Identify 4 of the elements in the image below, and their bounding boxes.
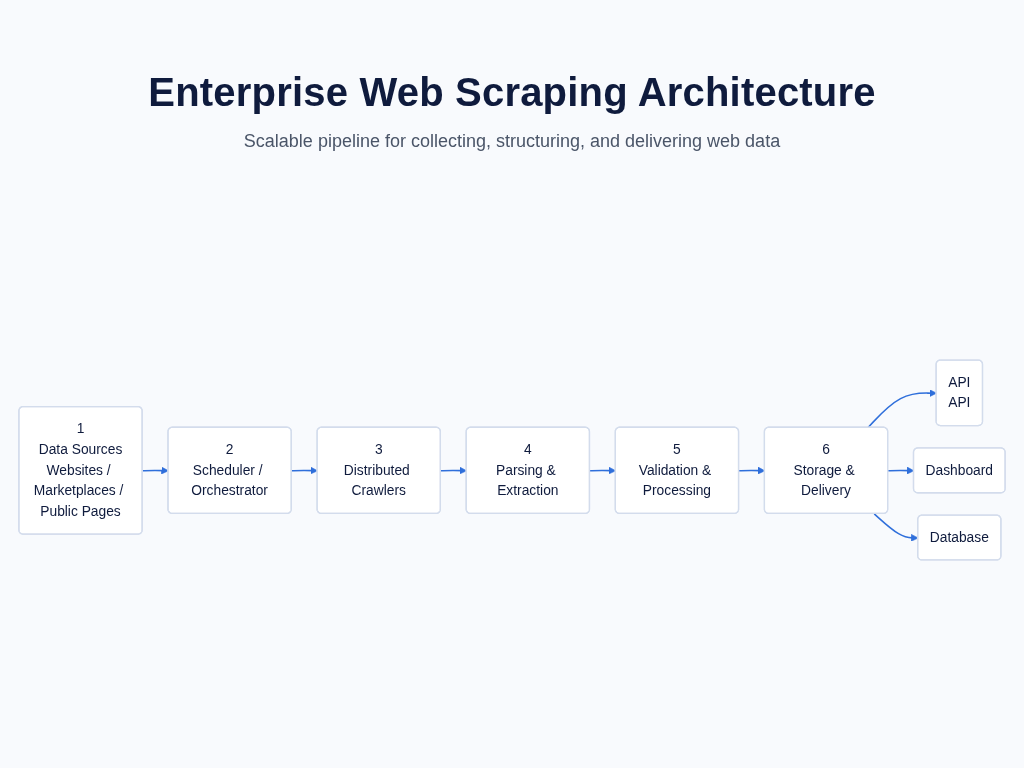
arrow (440, 466, 467, 475)
diagram-title: Enterprise Web Scraping Architecture (148, 70, 876, 115)
subtitle-text: Scalable pipeline for collecting, structuring, and delivering web data (243, 131, 781, 152)
arrow (867, 389, 937, 429)
